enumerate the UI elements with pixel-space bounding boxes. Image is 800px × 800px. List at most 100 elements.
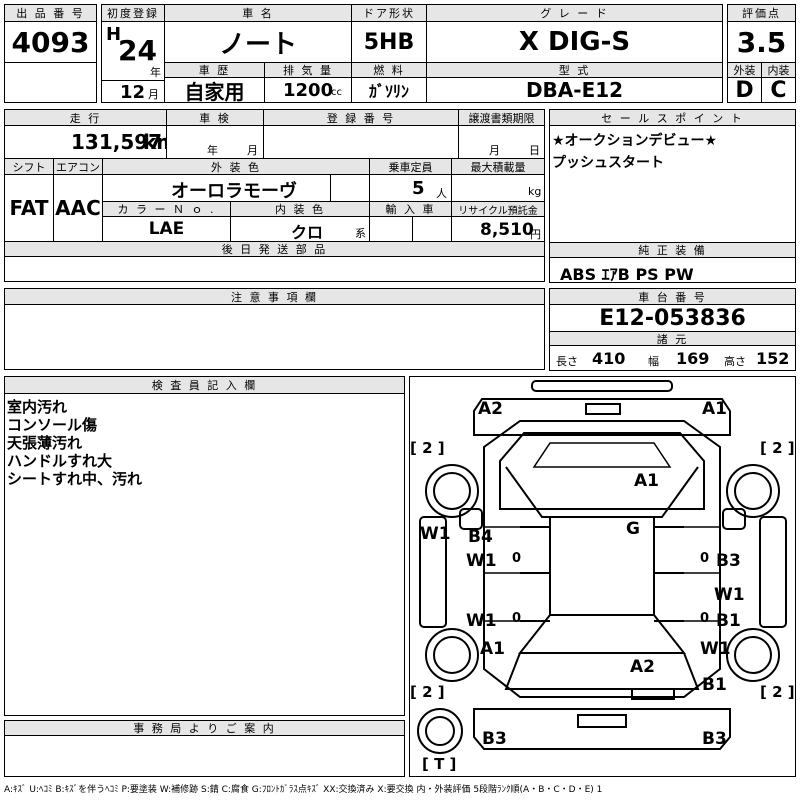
genuine-header: 純 正 装 備 [549,242,796,258]
capacity-unit: 人 [436,187,447,200]
aircon-value: AAC [53,174,103,242]
mark-left-front-door-w: W1 [466,551,497,571]
door-header: ドア形状 [351,4,427,22]
length-value: 410 [592,349,626,368]
height-label: 高さ [724,355,746,368]
length-label: 長さ [556,355,578,368]
sales-point-2: プッシュスタート [552,155,664,171]
max-load-box: kg [451,174,545,202]
mark-left-rear-fender: A1 [480,639,505,659]
exterior-header: 外装 [727,62,762,78]
ext-color-value: オーロラモーヴ [171,181,297,202]
car-name-value: ノート [164,21,352,63]
lot-no-header: 出 品 番 号 [4,4,97,22]
inspector-note-5: シートすれ中、汚れ [7,470,143,488]
color-no-header: カ ラ ー Ｎ ｏ . [102,201,231,217]
chassis-value: E12-053836 [549,304,796,332]
mark-tire-fr: [ 2 ] [760,439,795,457]
score-header: 評価点 [727,4,796,22]
chassis-header: 車 台 番 号 [549,288,796,305]
legend-text: A:ｷｽﾞ U:ﾍｺﾐ B:ｷｽﾞを伴うﾍｺﾐ P:要塗装 W:補修跡 S:錆 … [4,785,603,795]
mark-left-rear-door-0: 0 [512,611,522,626]
year-unit: 年 [150,66,161,79]
mileage-value: 131,597 [71,130,163,154]
inspector-note-3: 天張薄汚れ [7,434,83,452]
mark-left-fender: W1 [420,524,451,544]
mark-right-front-door-b: B3 [716,551,741,571]
fuel-value: ｶﾞｿﾘﾝ [351,77,427,103]
mark-right-rear-door-0: 0 [700,611,710,626]
shift-value: FAT [4,174,54,242]
aircon-header: エアコン [53,158,103,175]
inspection-month-unit: 月 [247,144,258,157]
mark-left-front-door-0: 0 [512,551,522,566]
mark-left-front-door-b: B4 [468,527,493,547]
lot-no-blank [4,62,97,103]
recycle-value: 8,510 [480,220,534,240]
mark-rear-left: B3 [482,729,507,749]
first-reg-box: H 24 年 12 月 [101,21,165,103]
later-parts-header: 後 日 発 送 部 品 [4,241,545,257]
int-color-box: クロ 系 [230,216,370,242]
mark-left-rear-door-w: W1 [466,611,497,631]
reg-no-box [263,125,459,159]
mark-front-right: A1 [702,399,727,419]
genuine-box: ABS ｴｱB PS PW [549,257,796,284]
inspector-note-1: 室内汚れ [7,398,68,416]
mark-tire-fl: [ 2 ] [410,439,445,457]
capacity-box: 5 人 [369,174,452,202]
interior-grade: C [761,77,796,103]
exterior-grade: D [727,77,762,103]
reg-no-header: 登 録 番 号 [263,109,459,126]
month-unit: 月 [148,88,159,101]
mark-spare: [ T ] [422,755,457,773]
mark-front-left: A2 [478,399,503,419]
displacement-box: 1200 cc [264,77,352,103]
width-value: 169 [676,349,710,368]
capacity-header: 乗車定員 [369,158,452,175]
first-reg-header: 初度登録 [101,4,165,22]
import-header: 輸 入 車 [369,201,452,217]
inspection-box: 年 月 [166,125,264,159]
height-value: 152 [756,349,790,368]
mark-right-rear-fender-w: W1 [700,639,731,659]
office-header: 事 務 局 よ り ご 案 内 [4,720,405,736]
model-header: 型 式 [426,62,723,78]
recycle-box: 8,510 円 [451,216,545,242]
specs-box: 長さ 410 幅 169 高さ 152 [549,345,796,371]
lot-no-value: 4093 [4,21,97,63]
color-no-value: LAE [102,216,231,242]
grade-value: X DIG-S [426,21,723,63]
sales-point-header: セ ー ル ス ポ イ ン ト [549,109,796,126]
history-header: 車 歴 [164,62,265,78]
mileage-header: 走 行 [4,109,167,126]
max-load-header: 最大積載量 [451,158,545,175]
recycle-header: リサイクル預託金 [451,201,545,217]
mark-tire-rl: [ 2 ] [410,683,445,701]
mark-rear-right: B3 [702,729,727,749]
int-color-value: クロ [291,223,324,242]
genuine-value: ABS ｴｱB PS PW [560,265,694,284]
car-name-header: 車 名 [164,4,352,22]
notes-box [4,304,545,370]
capacity-value: 5 [412,178,425,199]
office-box [4,735,405,777]
mark-right-rear-door-b: B1 [716,611,741,631]
transfer-day-unit: 日 [529,144,540,157]
max-load-unit: kg [528,185,542,198]
transfer-box: 月 日 [458,125,545,159]
mark-right-rear-quarter-b: B1 [702,675,727,695]
mileage-box: 131,597 km [4,125,177,159]
history-value: 自家用 [164,77,265,103]
int-color-header: 内 装 色 [230,201,370,217]
specs-header: 諸 元 [549,331,796,346]
shift-header: シフト [4,158,54,175]
mark-hood: A1 [634,471,659,491]
year-value: 24 [118,34,157,67]
era-value: H [106,24,122,45]
mark-roof: G [626,519,640,539]
grade-header: グ レ ー ド [426,4,723,22]
displacement-header: 排 気 量 [264,62,352,78]
door-value: 5HB [351,21,427,63]
sales-point-box: ★オークションデビュー★ プッシュスタート [549,125,796,243]
